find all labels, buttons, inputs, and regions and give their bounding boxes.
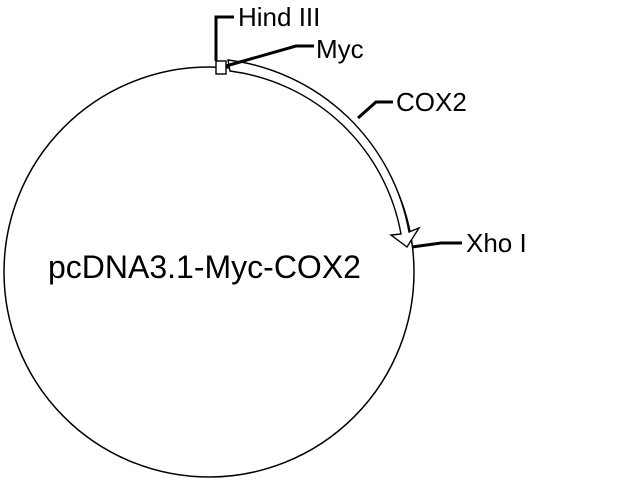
xho1-label: Xho I [466, 228, 527, 258]
myc-label: Myc [316, 34, 364, 64]
cox2-leader-line [357, 100, 393, 120]
myc-leader-line [225, 44, 314, 68]
hind3-label: Hind III [238, 2, 320, 32]
plasmid-backbone-circle [3, 66, 415, 478]
myc-tag-box [215, 60, 227, 75]
cox2-label: COX2 [396, 87, 467, 117]
plasmid-name: pcDNA3.1-Myc-COX2 [48, 249, 361, 285]
cox2-insert-arrow [227, 59, 421, 249]
hind3-leader-line [214, 15, 234, 61]
xho1-leader-line [411, 241, 462, 249]
